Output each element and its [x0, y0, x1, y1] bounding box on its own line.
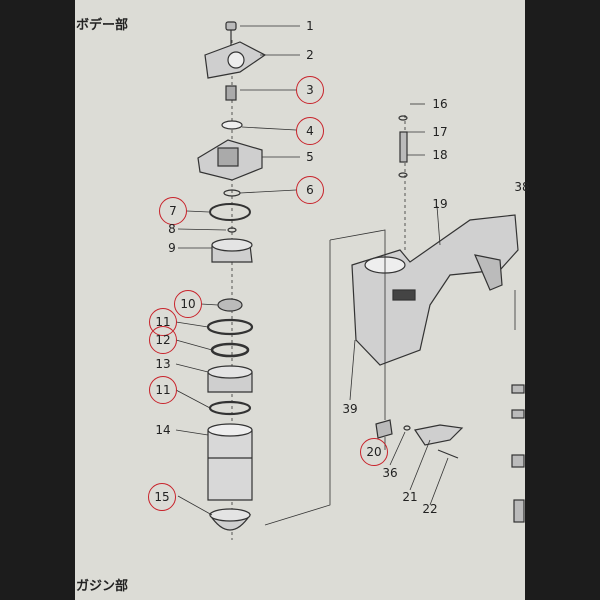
- part-callout-13: 13: [155, 357, 171, 371]
- part-callout-9: 9: [168, 241, 176, 255]
- section-title-magazine: ガジン部: [76, 579, 129, 594]
- highlight-circle: [360, 438, 388, 466]
- highlight-circle: [149, 376, 177, 404]
- highlight-circle: [159, 197, 187, 225]
- part-callout-7: 7: [169, 204, 177, 218]
- part-callout-17: 17: [432, 125, 448, 139]
- part-callout-15: 15: [154, 490, 170, 504]
- part-callout-38: 38: [514, 180, 530, 194]
- part-callout-14: 14: [155, 423, 171, 437]
- part-callout-3: 3: [306, 83, 314, 97]
- part-callout-11: 11: [155, 315, 171, 329]
- highlight-circle: [148, 483, 176, 511]
- highlight-circle: [296, 117, 324, 145]
- highlight-circle: [174, 290, 202, 318]
- part-callout-36: 36: [382, 466, 398, 480]
- part-callout-2: 2: [306, 48, 314, 62]
- part-callout-39: 39: [342, 402, 358, 416]
- part-callout-21: 21: [402, 490, 418, 504]
- part-callout-4: 4: [306, 124, 314, 138]
- part-callout-10: 10: [180, 297, 196, 311]
- part-callout-19: 19: [432, 197, 448, 211]
- part-callout-18: 18: [432, 148, 448, 162]
- highlight-circle: [149, 326, 177, 354]
- part-callout-11: 11: [155, 383, 171, 397]
- part-callout-16: 16: [432, 97, 448, 111]
- part-callout-6: 6: [306, 183, 314, 197]
- part-callout-1: 1: [306, 19, 314, 33]
- part-callout-5: 5: [306, 150, 314, 164]
- highlight-circle: [296, 176, 324, 204]
- part-callout-12: 12: [155, 333, 171, 347]
- part-callout-22: 22: [422, 502, 438, 516]
- highlight-circle: [296, 76, 324, 104]
- section-title-body: ボデー部: [76, 18, 129, 33]
- part-callout-8: 8: [168, 222, 176, 236]
- part-callout-20: 20: [366, 445, 382, 459]
